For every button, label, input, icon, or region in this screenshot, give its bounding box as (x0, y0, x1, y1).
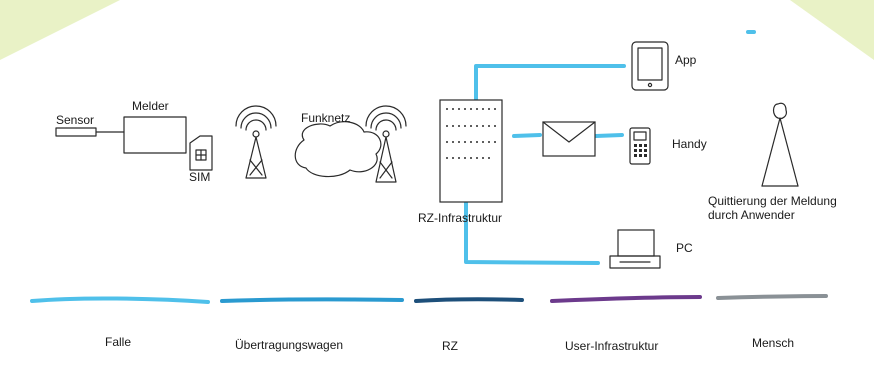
category-label-user-infrastruktur: User-Infrastruktur (565, 339, 659, 353)
sensor-icon (55, 127, 125, 137)
category-bar-rz (414, 297, 524, 303)
connector-rz-to-pc (464, 198, 600, 265)
category-label-uebertragungswagen: Übertragungswagen (235, 338, 344, 352)
mobile-phone-icon (629, 127, 651, 165)
funknetz-label: Funknetz (301, 111, 351, 125)
connector-mail-to-handy (594, 133, 624, 138)
pc-label: PC (676, 241, 693, 255)
antenna-tower-icon (235, 105, 277, 179)
sim-card-icon (189, 135, 213, 171)
handy-label: Handy (672, 137, 707, 151)
cloud-icon (294, 121, 382, 178)
melder-icon (123, 116, 187, 154)
rz-infrastruktur-label: RZ-Infrastruktur (418, 211, 503, 225)
top-left-corner-tint (0, 0, 120, 60)
person-icon (761, 102, 799, 187)
category-bars (30, 294, 828, 304)
category-bar-falle (30, 296, 210, 304)
server-rack-icon (439, 99, 503, 203)
app-label: App (675, 53, 697, 67)
desktop-pc-icon (609, 229, 661, 269)
category-label-rz: RZ (442, 339, 458, 353)
envelope-icon (542, 121, 596, 157)
category-bar-mensch (716, 294, 828, 300)
connector-lines (464, 30, 756, 265)
sim-label: SIM (189, 170, 211, 184)
melder-label: Melder (132, 99, 169, 113)
antenna-tower-icon (365, 105, 407, 183)
category-bar-uebertragungswagen (220, 297, 404, 303)
connector-rz-to-mail (512, 133, 542, 138)
category-label-mensch: Mensch (752, 336, 795, 350)
tablet-icon (631, 41, 669, 91)
category-label-falle: Falle (105, 335, 132, 349)
category-bar-user-infrastruktur (550, 295, 702, 303)
top-right-corner-tint (790, 0, 874, 60)
connector-rz-to-app (474, 64, 626, 106)
sensor-label: Sensor (56, 113, 95, 127)
quittierung-label: Quittierung der Meldung durch Anwender (708, 194, 837, 222)
